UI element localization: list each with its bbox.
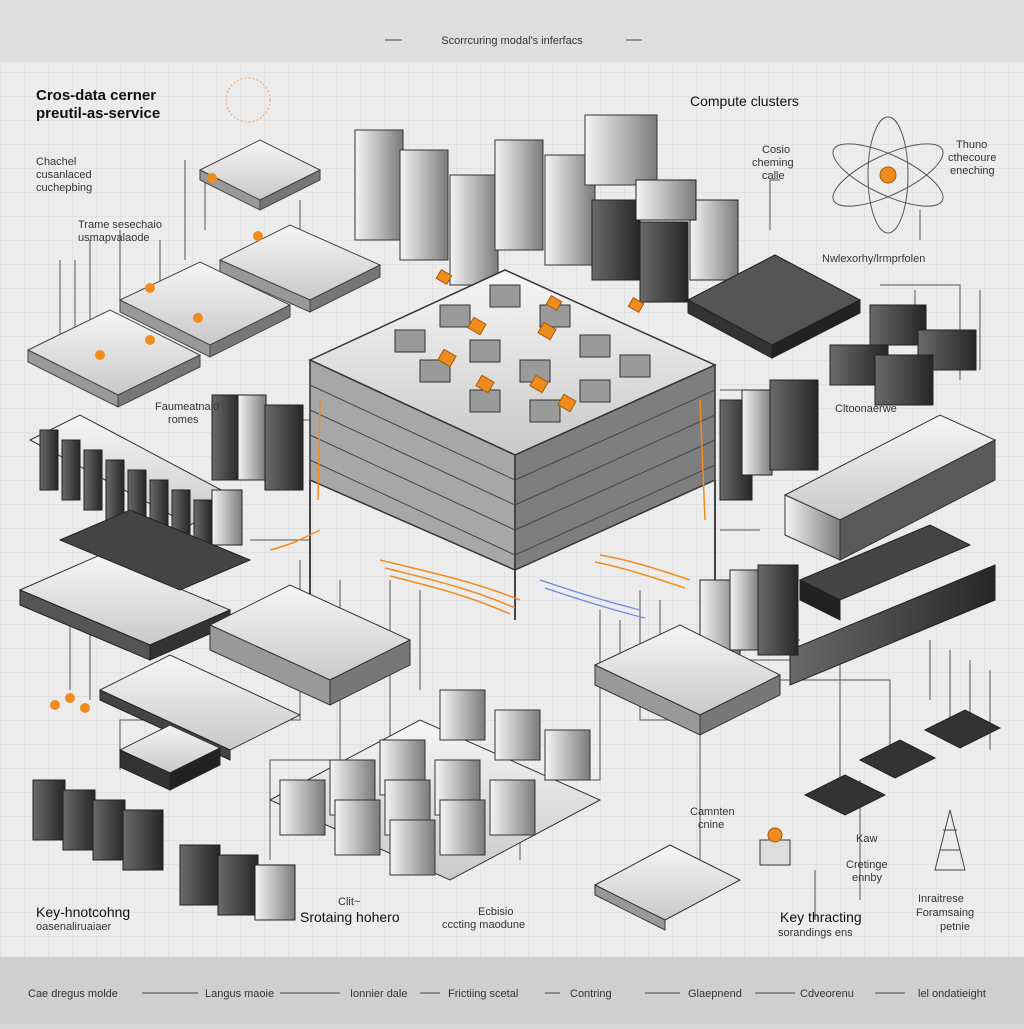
storage-array-center — [268, 689, 602, 881]
lower-right-note-5: ennby — [852, 872, 882, 884]
right-note-3: calle — [762, 170, 785, 182]
footer-item-4: Contring — [570, 988, 612, 1000]
left-note-5: usmapvalaode — [78, 232, 150, 244]
storage-cubes — [829, 304, 977, 406]
title-line-2: preutil-as-service — [36, 105, 160, 122]
bottom-mid-2: Srotaing hohero — [300, 909, 400, 925]
bottom-mid-3: Ecbisio — [478, 906, 513, 918]
mid-left-note-1: Faumeatnaid — [155, 401, 219, 413]
bottom-far-right-2: Foramsaing — [916, 907, 974, 919]
small-appliance — [118, 724, 222, 791]
gpu-board-4 — [26, 309, 202, 408]
central-server-stack — [308, 268, 717, 620]
gpu-board-2 — [218, 224, 382, 313]
atom-note-2: cthecoure — [948, 152, 996, 164]
title-line-1: Cros-data cerner — [36, 87, 156, 104]
lower-right-note-2: cnine — [698, 819, 724, 831]
compute-clusters-heading: Compute clusters — [690, 93, 799, 109]
lower-right-note-4: Cretinge — [846, 859, 888, 871]
bottom-right-title: Key thracting — [780, 909, 862, 925]
tower-icon — [934, 809, 966, 871]
footer-item-3: Frictiing scetal — [448, 988, 518, 1000]
footer-item-2: Ionnier dale — [350, 988, 408, 1000]
footer-item-0: Cae dregus molde — [28, 988, 118, 1000]
drive-tray-right — [798, 524, 972, 621]
bottom-far-right-1: Inraitrese — [918, 893, 964, 905]
right-note-2: cheming — [752, 157, 794, 169]
bottom-far-right-3: petnie — [940, 921, 970, 933]
card-slots-right — [803, 709, 1002, 816]
mid-left-note-2: romes — [168, 414, 199, 426]
panel-strip-right — [789, 564, 996, 686]
left-note-1: Chachel — [36, 156, 76, 168]
bottom-left-title: Key-hnotcohng — [36, 904, 130, 920]
orange-cables — [269, 399, 706, 615]
atom-note-3: eneching — [950, 165, 995, 177]
mid-right-note: Cltoonaerwe — [835, 403, 897, 415]
server-dark-cluster — [591, 179, 739, 303]
server-boxes-bottom-left — [32, 779, 296, 921]
bottom-mid-4: cccting maodune — [442, 919, 525, 931]
bottom-left-sub: oasenaliruaiaer — [36, 921, 112, 933]
footer-item-5: Glaepnend — [688, 988, 742, 1000]
blue-cables — [539, 579, 646, 619]
bottom-right-sub: sorandings ens — [778, 927, 853, 939]
atom-icon — [832, 116, 944, 234]
rack-group-right — [719, 379, 819, 501]
drive-tray-left — [18, 554, 232, 661]
footer-band — [0, 957, 1024, 1024]
orange-node-bottom — [759, 827, 791, 866]
lower-right-note-3: Kaw — [856, 833, 877, 845]
switch-block — [686, 254, 862, 359]
module-tray-bottom — [593, 844, 742, 931]
memory-bank-right — [593, 624, 782, 736]
bottom-mid-1: Clit~ — [338, 896, 360, 908]
blade-array-right — [783, 414, 997, 561]
atom-note-1: Thuno — [956, 139, 987, 151]
footer-item-7: lel ondatieight — [918, 988, 986, 1000]
gpu-board-3 — [118, 261, 292, 358]
left-note-2: cusanlaced — [36, 169, 92, 181]
header-title: Scorrcuring modal's inferfacs — [441, 35, 583, 47]
lower-right-note-1: Camnten — [690, 806, 735, 818]
footer-item-1: Langus maoie — [205, 988, 274, 1000]
labels: Cros-data cerner preutil-as-service Comp… — [36, 87, 996, 939]
footer: Cae dregus molde Langus maoie Ionnier da… — [28, 988, 986, 1000]
gpu-board-top — [198, 77, 322, 211]
header-band — [0, 0, 1024, 62]
left-note-4: Trame sesechaio — [78, 219, 162, 231]
drive-tray-left-2 — [58, 509, 252, 591]
memory-bank — [208, 584, 412, 706]
server-tower-row — [354, 114, 658, 286]
right-note-1: Cosio — [762, 144, 790, 156]
rack-group-left — [211, 394, 304, 491]
network-label: Nwlexorhy/lrmprfolen — [822, 253, 925, 265]
footer-item-6: Cdveorenu — [800, 988, 854, 1000]
left-note-3: cuchepbing — [36, 182, 92, 194]
orange-nodes — [50, 693, 90, 713]
